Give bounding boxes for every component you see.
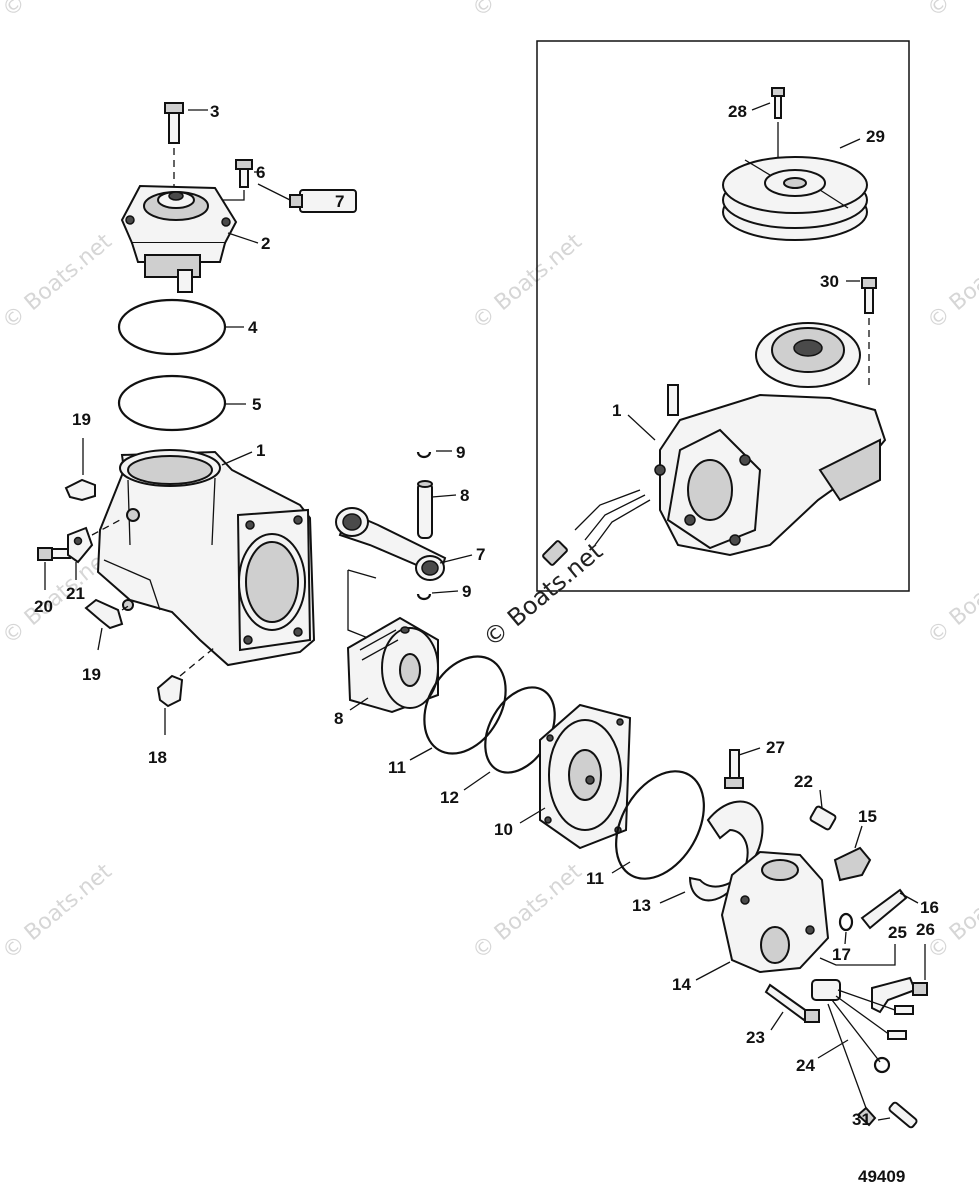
leader-lines	[44, 102, 891, 1121]
elbow-fitting-18	[156, 647, 215, 735]
rod-guide-line	[347, 570, 379, 643]
head-cover-assembly: 7	[120, 102, 357, 293]
end-cap-14	[720, 850, 830, 974]
callout-19-bottom: 19	[82, 665, 101, 684]
watermark-text: © Boats.net	[468, 229, 587, 335]
snap-ring-9-top	[416, 451, 432, 459]
watermark-text: © Boats.net	[468, 0, 587, 23]
plug-22	[809, 789, 837, 831]
clip-21	[67, 519, 121, 564]
seal-ring-11-right	[615, 770, 705, 880]
callout-27: 27	[766, 738, 785, 757]
callout-2: 2	[261, 234, 270, 253]
callout-7-tube: 7	[335, 192, 344, 211]
callout-9-top: 9	[456, 443, 465, 462]
callout-7: 7	[476, 545, 485, 564]
callout-29: 29	[866, 127, 885, 146]
callout-28: 28	[728, 102, 747, 121]
callout-17: 17	[832, 945, 851, 964]
callout-11-b: 11	[586, 869, 604, 888]
barb-fitting-16	[860, 888, 919, 930]
callout-3: 3	[210, 102, 219, 121]
callout-15: 15	[858, 807, 877, 826]
watermark-text: © Boats.net	[0, 0, 117, 23]
callout-23: 23	[746, 1028, 765, 1047]
bolt-3	[164, 102, 184, 188]
wrist-pin-8	[417, 480, 433, 539]
compressor-assembly-1	[542, 322, 887, 566]
rod-guide-line-2	[347, 569, 377, 579]
watermark-text: © Boats.net	[923, 0, 979, 23]
bolt-28	[771, 87, 785, 158]
callout-31: 31	[852, 1110, 871, 1129]
fitting-15	[833, 825, 872, 882]
callout-18: 18	[148, 748, 167, 767]
inset-frame	[536, 40, 910, 592]
callout-19-top: 19	[72, 410, 91, 429]
watermark-text: © Boats.net	[468, 859, 587, 965]
head-cover-2	[120, 184, 238, 293]
elbow-fitting-19-bottom	[84, 598, 131, 651]
callout-11-a: 11	[388, 758, 406, 777]
callout-30: 30	[820, 272, 839, 291]
piston-8	[346, 616, 439, 714]
callout-14: 14	[672, 975, 691, 994]
connecting-rod-7	[335, 507, 447, 581]
watermark-text: © Boats.net	[923, 229, 979, 335]
callout-1-inset: 1	[612, 401, 621, 420]
callout-10: 10	[494, 820, 513, 839]
bolt-30	[861, 277, 877, 385]
callout-13: 13	[632, 896, 651, 915]
valve-plate-10	[539, 703, 632, 850]
bolt-6	[221, 159, 253, 208]
watermark-text: © Boats.net	[0, 229, 117, 335]
watermark-text: © Boats.net	[923, 544, 979, 650]
callout-12: 12	[440, 788, 459, 807]
callout-9-bottom: 9	[462, 582, 471, 601]
reed-valve-13	[688, 800, 764, 902]
bolt-20	[37, 547, 71, 561]
elbow-fitting-19-top	[64, 438, 96, 502]
snap-ring-9-bottom	[416, 593, 432, 601]
callout-6: 6	[256, 163, 265, 182]
bracket-25	[819, 944, 917, 1014]
cylinder-body-1	[96, 449, 316, 667]
bolt-23	[764, 983, 820, 1023]
callout-5: 5	[252, 395, 261, 414]
figure-number: 49409	[858, 1167, 905, 1186]
callout-8-piston: 8	[334, 709, 343, 728]
callout-25: 25	[888, 923, 907, 942]
flywheel-29	[722, 156, 868, 241]
wire-harness-24	[811, 979, 918, 1129]
seal-ring-11-left	[423, 655, 507, 755]
callout-16: 16	[920, 898, 939, 917]
callout-24: 24	[796, 1056, 815, 1075]
callout-4: 4	[248, 318, 258, 337]
callout-8-pin: 8	[460, 486, 469, 505]
callout-1-left: 1	[256, 441, 265, 460]
fitting-27	[724, 747, 761, 789]
o-ring-5	[117, 374, 227, 432]
callout-labels: 3 6 2 4 5 1 19 20 21 19 18 9 8 7 9 8 11 …	[34, 102, 939, 1186]
o-ring-4	[117, 298, 227, 356]
sealant-tube-7: 7	[257, 183, 357, 213]
bolt-26	[912, 944, 928, 996]
watermark-text: © Boats.net	[0, 859, 117, 965]
o-ring-17	[838, 912, 854, 932]
callout-20: 20	[34, 597, 53, 616]
callout-26: 26	[916, 920, 935, 939]
callout-22: 22	[794, 772, 813, 791]
callout-21: 21	[66, 584, 85, 603]
